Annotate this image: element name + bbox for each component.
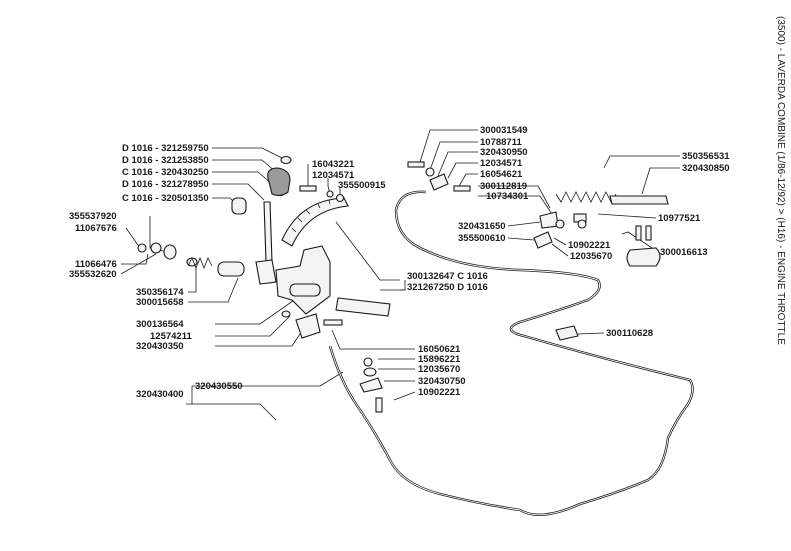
part-label: 300132647 C 1016 — [407, 271, 488, 282]
bolt-part — [453, 185, 471, 192]
part-label: C 1016 - 320501350 — [122, 193, 209, 204]
part-label: 12034571 — [312, 170, 355, 181]
part-label: 12034571 — [480, 158, 523, 169]
plate-part — [359, 377, 383, 393]
knob-part — [267, 167, 291, 197]
bolt-part — [635, 225, 642, 241]
part-label: D 1016 - 321278950 — [122, 179, 209, 190]
pin-part — [289, 283, 321, 297]
part-label: 10902221 — [568, 240, 611, 251]
part-label: D 1016 - 321253850 — [122, 155, 209, 166]
part-label: 350356531 — [682, 151, 730, 162]
page-caption: (3500) - LAVERDA COMBINE (1/86-12/92) > … — [775, 16, 786, 345]
part-label: 355500610 — [458, 233, 506, 244]
part-label: 355500915 — [338, 180, 386, 191]
washer-part — [335, 193, 345, 203]
grip-part — [231, 197, 247, 215]
part-label: 320430950 — [480, 147, 528, 158]
bolt-part — [645, 225, 652, 241]
part-label: 16054621 — [480, 169, 523, 180]
part-label: 320430350 — [136, 341, 184, 352]
sector-arm-part — [281, 197, 349, 247]
part-label: 300136564 — [136, 319, 184, 330]
part-label: 321267250 D 1016 — [407, 282, 488, 293]
part-label: 320430850 — [682, 163, 730, 174]
part-label: 12035670 — [570, 251, 612, 262]
part-label: 320430750 — [418, 376, 466, 387]
part-label: 320431650 — [458, 221, 506, 232]
washer-part — [150, 242, 162, 254]
clamp-part — [295, 313, 321, 339]
part-label: 12574211 — [150, 331, 192, 342]
lever-rod-part — [263, 201, 273, 263]
part-label: 300031549 — [480, 125, 528, 136]
spring-part — [555, 191, 617, 203]
lever-foot-part — [255, 259, 277, 285]
part-label: 11067676 — [75, 223, 117, 234]
part-label: 300112819 — [480, 181, 527, 192]
part-label: 300016613 — [660, 247, 708, 258]
part-label: 10902221 — [418, 387, 461, 398]
part-label: 10977521 — [658, 213, 701, 224]
nut-part — [281, 310, 291, 318]
bracket-plate-part — [275, 245, 331, 315]
clamp-part — [533, 231, 553, 249]
part-label: 350356174 — [136, 287, 184, 298]
part-label: 10788711 — [480, 137, 522, 148]
part-labels: D 1016 - 321259750 D 1016 - 321253850 C … — [69, 125, 730, 400]
cap-part — [280, 155, 292, 165]
part-label: C 1016 - 320430250 — [122, 167, 209, 178]
washer-part — [363, 367, 377, 377]
bolt-part — [407, 161, 425, 168]
part-label: 300110628 — [606, 328, 653, 339]
part-label: 355537920 — [69, 211, 117, 222]
spring-part — [187, 256, 213, 270]
washer-part — [163, 244, 177, 260]
part-label: 16050621 — [418, 344, 461, 355]
bolt-part — [375, 397, 383, 413]
part-label: 12035670 — [418, 364, 460, 375]
nut-part — [555, 219, 565, 229]
throttle-cable — [328, 190, 694, 516]
shaft-part — [335, 297, 391, 317]
washer-part — [326, 190, 334, 198]
bushing-part — [217, 261, 245, 277]
leader-lines — [120, 129, 680, 421]
washer-part — [363, 357, 373, 367]
clip-part — [429, 173, 449, 191]
part-label: 355532620 — [69, 269, 117, 280]
cable-clip-part — [555, 325, 579, 341]
rod-part — [609, 195, 669, 205]
block-part — [539, 211, 559, 229]
part-label: 15896221 — [418, 354, 461, 365]
part-label: D 1016 - 321259750 — [122, 143, 209, 154]
bolt-part — [323, 319, 343, 326]
sector-teeth — [291, 198, 341, 233]
part-label: 300015658 — [136, 297, 184, 308]
part-label: 10734301 — [486, 191, 529, 202]
washer-part — [577, 219, 587, 229]
washer-part — [425, 167, 435, 177]
washer-part — [137, 243, 147, 253]
part-label: 320430550 — [195, 381, 243, 392]
bolt-part — [299, 185, 317, 192]
part-label: 16043221 — [312, 159, 355, 170]
part-label: 320430400 — [136, 389, 184, 400]
parts — [137, 155, 669, 413]
part-label: 11066476 — [75, 259, 117, 270]
sleeve-part — [626, 247, 661, 267]
